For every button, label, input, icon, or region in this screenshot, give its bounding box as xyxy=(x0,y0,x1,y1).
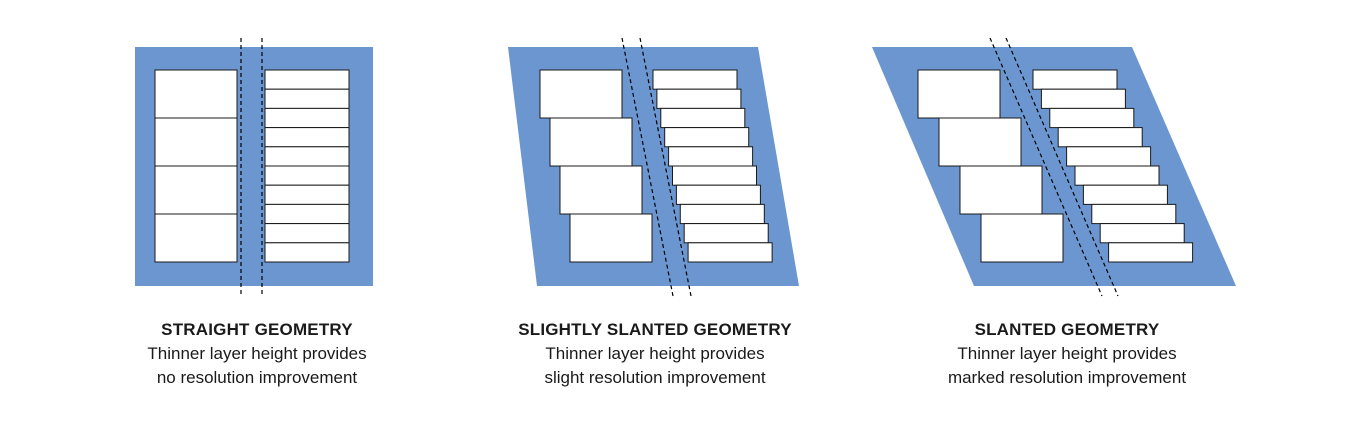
thick-layer-block xyxy=(154,69,238,119)
thick-layer-block xyxy=(569,213,653,263)
slightly-slanted-geometry-panel xyxy=(508,37,799,297)
thin-layer-column xyxy=(1032,69,1194,263)
caption-line-1: Thinner layer height provides xyxy=(957,344,1177,363)
dashed-guide-line xyxy=(989,37,1103,297)
thin-layer-block xyxy=(687,242,773,263)
thin-layer-block xyxy=(656,88,742,109)
thin-layer-block xyxy=(264,203,350,225)
thick-layer-block xyxy=(559,165,643,215)
thin-layer-block xyxy=(679,203,765,225)
thin-layer-block xyxy=(683,223,769,244)
thin-layer-block xyxy=(264,165,350,186)
thin-layer-block xyxy=(264,242,350,263)
caption-line-2: no resolution improvement xyxy=(156,368,358,387)
straight-geometry-caption: STRAIGHT GEOMETRY Thinner layer height p… xyxy=(57,318,457,390)
thick-layer-block xyxy=(917,69,1001,119)
thin-layer-block xyxy=(264,184,350,205)
thick-layer-block xyxy=(539,69,623,119)
thin-layer-block xyxy=(1032,69,1118,90)
thin-layer-block xyxy=(264,127,350,148)
thick-layer-column xyxy=(917,69,1064,263)
thin-layer-block xyxy=(264,223,350,244)
slanted-geometry-caption: SLANTED GEOMETRY Thinner layer height pr… xyxy=(867,318,1267,390)
thin-layer-block xyxy=(675,184,761,205)
thin-layer-block xyxy=(1040,88,1126,109)
thin-layer-block xyxy=(264,107,350,129)
guide-lines xyxy=(989,37,1119,297)
thin-layer-block xyxy=(1082,184,1168,205)
thin-layer-block xyxy=(1074,165,1160,186)
thin-layer-column xyxy=(264,69,350,263)
caption-line-1: Thinner layer height provides xyxy=(545,344,765,363)
caption-title: SLANTED GEOMETRY xyxy=(974,320,1160,339)
thin-layer-block xyxy=(1091,203,1177,225)
dashed-guide-line xyxy=(1005,37,1119,297)
thin-layer-block xyxy=(652,69,738,90)
thin-layer-block xyxy=(660,107,746,129)
guide-lines xyxy=(240,38,263,296)
thin-layer-block xyxy=(1049,107,1135,129)
thin-layer-block xyxy=(1099,223,1185,244)
thin-layer-block xyxy=(264,146,350,167)
slightly-slanted-geometry-caption: SLIGHTLY SLANTED GEOMETRY Thinner layer … xyxy=(455,318,855,390)
slanted-geometry-panel xyxy=(872,37,1236,297)
thin-layer-block xyxy=(664,127,750,148)
thick-layer-block xyxy=(980,213,1064,263)
caption-line-1: Thinner layer height provides xyxy=(147,344,367,363)
caption-line-2: marked resolution improvement xyxy=(947,368,1187,387)
thin-layer-block xyxy=(1057,127,1143,148)
thick-layer-column xyxy=(154,69,238,263)
thin-layer-block xyxy=(1066,146,1152,167)
thick-layer-block xyxy=(959,165,1043,215)
thick-layer-block xyxy=(154,213,238,263)
dashed-guide-line xyxy=(621,37,674,297)
thick-layer-block xyxy=(549,117,633,167)
thin-layer-column xyxy=(652,69,773,263)
thick-layer-block xyxy=(938,117,1022,167)
thin-layer-block xyxy=(1108,242,1194,263)
thin-layer-block xyxy=(672,165,757,186)
thin-layer-block xyxy=(264,69,350,90)
thick-layer-block xyxy=(154,165,238,215)
caption-title: SLIGHTLY SLANTED GEOMETRY xyxy=(518,320,792,339)
dashed-guide-line xyxy=(639,37,692,297)
guide-lines xyxy=(621,37,692,297)
thin-layer-block xyxy=(668,146,754,167)
caption-line-2: slight resolution improvement xyxy=(544,368,766,387)
thick-layer-block xyxy=(154,117,238,167)
caption-title: STRAIGHT GEOMETRY xyxy=(161,320,353,339)
straight-geometry-panel xyxy=(135,38,373,296)
thick-layer-column xyxy=(539,69,653,263)
thin-layer-block xyxy=(264,88,350,109)
